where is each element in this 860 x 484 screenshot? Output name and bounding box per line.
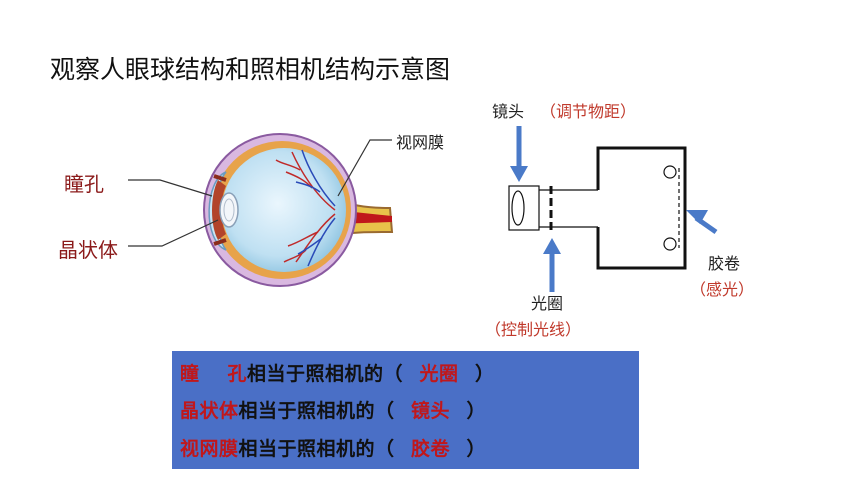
film-label: 胶卷 [708,254,741,273]
camera-illustration [508,146,687,270]
row-subject: 视网膜 [180,438,239,460]
row-close: ） [475,363,495,385]
row-subject: 晶状体 [180,400,239,422]
row-subject-a: 瞳 [180,363,200,385]
comparison-box: 瞳孔相当于照相机的（光圈） 晶状体相当于照相机的（镜头） 视网膜相当于照相机的（… [172,351,639,469]
eyeball-illustration [203,133,394,287]
row-middle: 相当于照相机的（ [238,400,395,422]
row-subject-b: 孔 [227,363,248,385]
row-middle: 相当于照相机的（ [238,438,395,460]
comparison-row-retina: 视网膜相当于照相机的（ 胶卷 ） [180,434,486,461]
camera-lens-label: 镜头 [492,102,525,121]
row-close: ） [466,400,487,422]
row-close: ） [466,438,487,460]
row-answer: 镜头 [411,400,451,422]
row-answer: 光圈 [419,363,459,385]
aperture-note: （控制光线） [485,320,582,339]
camera-lens-note: （调节物距） [540,102,637,121]
page-title: 观察人眼球结构和照相机结构示意图 [50,55,451,84]
retina-label: 视网膜 [396,133,445,152]
pupil-label: 瞳孔 [64,172,104,196]
row-answer: 胶卷 [411,438,451,460]
row-middle: 相当于照相机的（ [247,363,404,385]
eye-leader-lines [128,139,392,247]
film-note: （感光） [690,280,755,299]
lens-label: 晶状体 [58,238,118,262]
camera-arrows [510,126,718,292]
comparison-row-pupil: 瞳 孔相当于照相机的（ 光圈 ） [180,359,495,386]
comparison-row-lens: 晶状体相当于照相机的（ 镜头 ） [180,396,486,423]
aperture-label: 光圈 [531,294,564,313]
